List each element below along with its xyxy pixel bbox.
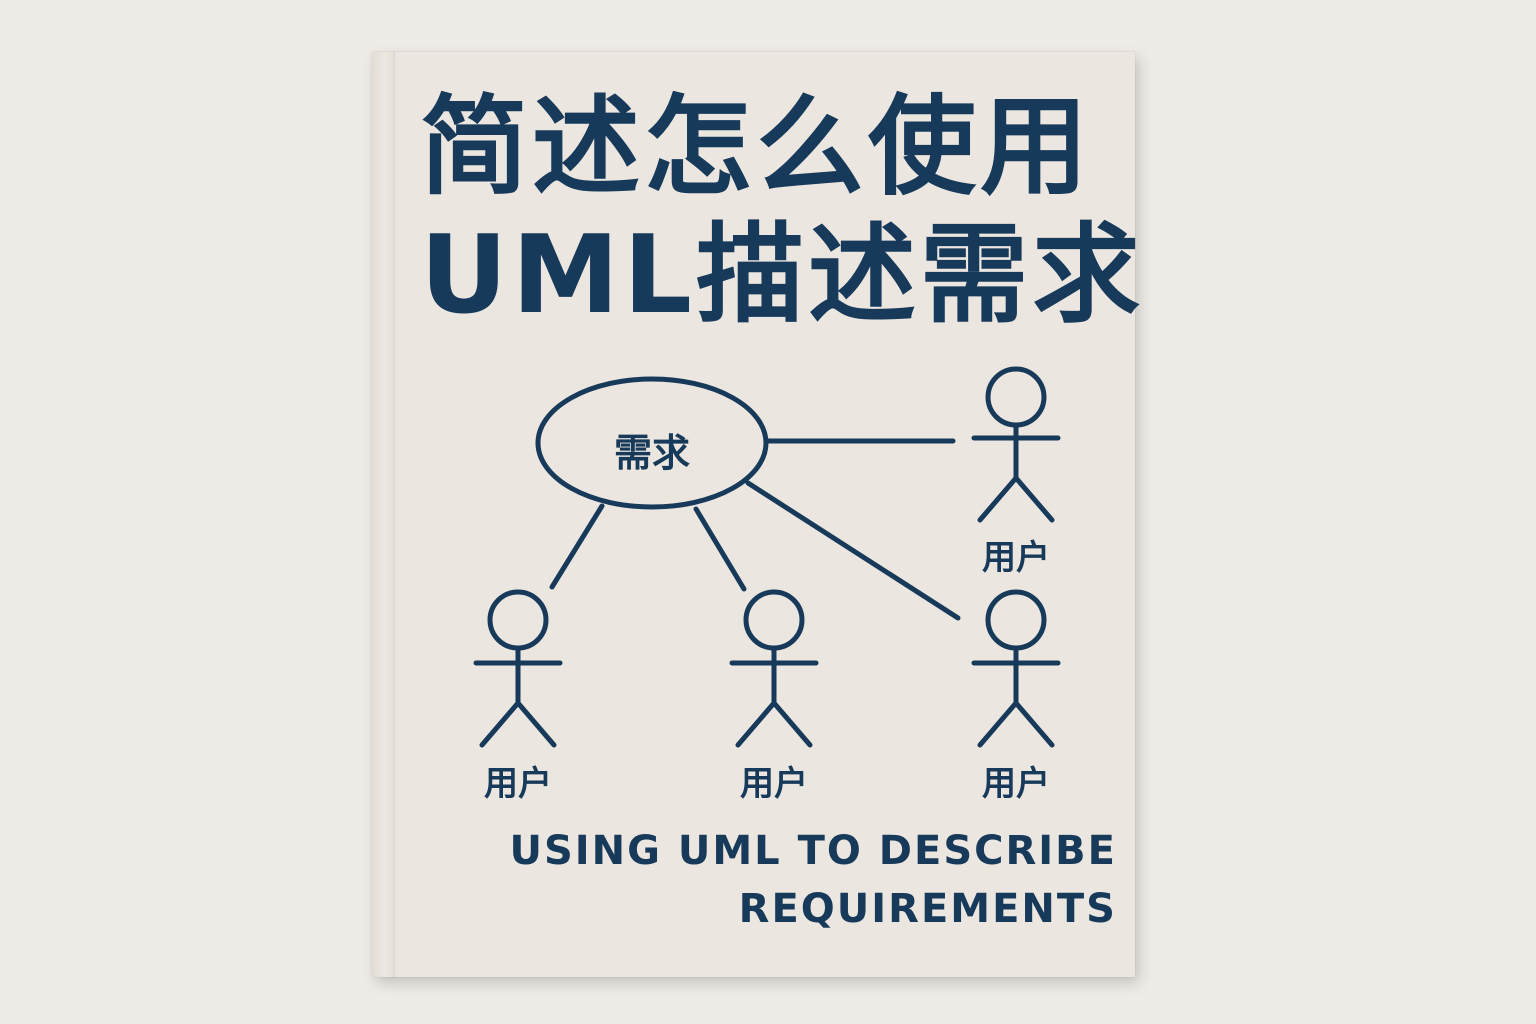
actor-label: 用户 xyxy=(982,764,1050,804)
title-line-2: UML描述需求 xyxy=(420,213,1144,338)
title-line-1: 简述怎么使用 xyxy=(420,85,1093,210)
association-line xyxy=(745,480,961,621)
actor-label: 用户 xyxy=(982,538,1050,578)
subtitle-line-1: USING UML TO DESCRIBE xyxy=(509,828,1117,874)
use-case-label: 需求 xyxy=(613,431,691,475)
subtitle-line-2: REQUIREMENTS xyxy=(738,886,1117,932)
actor-icon xyxy=(473,589,563,748)
actor-label: 用户 xyxy=(740,764,808,804)
book-cover: 简述怎么使用 UML描述需求 USING UML TO DESCRIBE REQ… xyxy=(372,52,1140,977)
actor-icon xyxy=(971,366,1061,523)
actor-icon xyxy=(729,589,819,748)
association-line xyxy=(693,506,747,592)
association-line xyxy=(549,503,605,590)
book-spine xyxy=(372,52,395,977)
actor-icon xyxy=(971,589,1061,748)
use-case-ellipse xyxy=(535,376,769,510)
actor-label: 用户 xyxy=(484,764,552,804)
